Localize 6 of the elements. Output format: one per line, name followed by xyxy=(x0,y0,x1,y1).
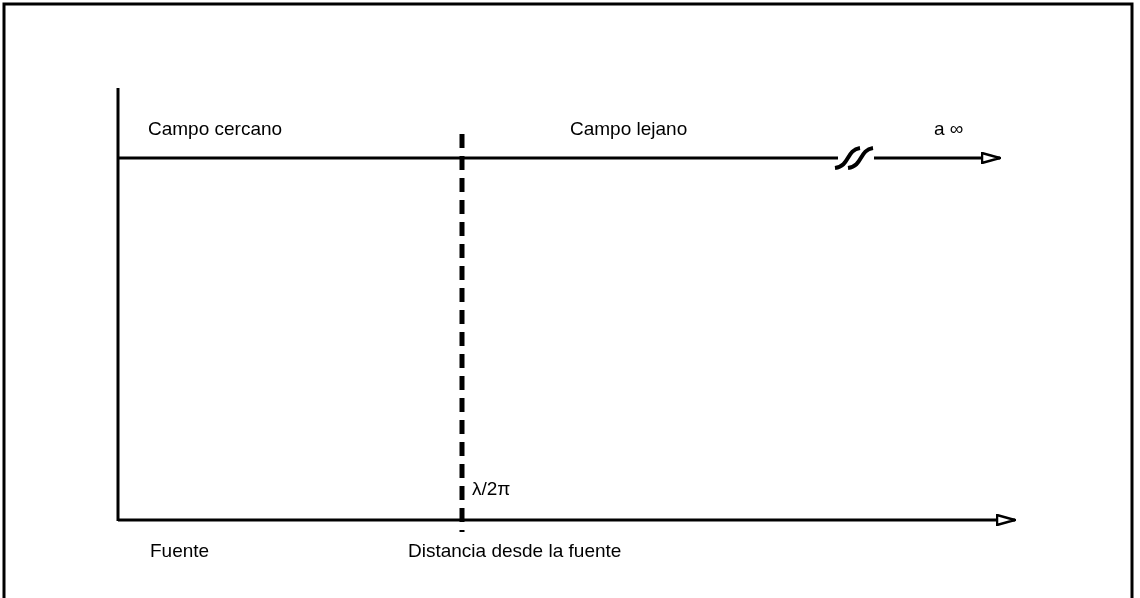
boundary-label: λ/2π xyxy=(472,478,511,500)
region-label: Campo cercano xyxy=(148,118,283,140)
axis-label: a ∞ xyxy=(934,118,964,140)
region-label: Campo lejano xyxy=(570,118,688,140)
axis-label: Distancia desde la fuente xyxy=(408,540,622,562)
axis-label: Fuente xyxy=(150,540,210,562)
